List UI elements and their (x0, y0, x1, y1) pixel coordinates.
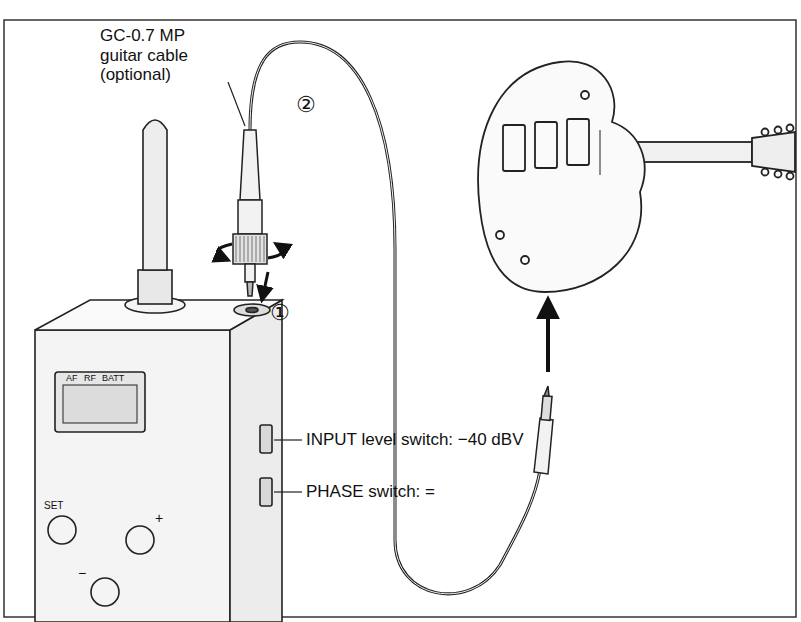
knurl-stroke (256, 236, 257, 262)
mini-plug (233, 130, 267, 296)
callout-number: ② (296, 92, 316, 117)
leader-line (274, 491, 302, 492)
knurl-stroke (240, 236, 241, 262)
indicator-label: AF (66, 373, 78, 383)
leader-line (228, 82, 245, 126)
button-label: − (78, 565, 86, 581)
knurl-stroke (252, 236, 253, 262)
knurl-stroke (236, 236, 237, 262)
knurl-stroke (248, 236, 249, 262)
insert-arrow (262, 272, 268, 300)
knurling (236, 236, 264, 262)
transmitter (35, 120, 282, 622)
knurl-stroke (244, 236, 245, 262)
leader-line (274, 439, 302, 440)
switch-label: PHASE switch: = (306, 482, 435, 502)
button-label: SET (44, 500, 63, 512)
switch-label: INPUT level switch: −40 dBV (306, 430, 523, 450)
plug-arrow (546, 300, 550, 372)
cable-label: GC-0.7 MP guitar cable (optional) (100, 26, 228, 85)
knurl-stroke (264, 236, 265, 262)
rotate-arrow (217, 244, 232, 260)
rotate-arrow (268, 244, 282, 258)
knurl-stroke (260, 236, 261, 262)
guitar-plug (534, 386, 553, 474)
indicator-label: RF (84, 373, 96, 383)
guitar (478, 61, 795, 292)
indicator-label: BATT (102, 373, 124, 383)
callout-number: ① (270, 300, 290, 325)
button-label: + (155, 510, 163, 526)
